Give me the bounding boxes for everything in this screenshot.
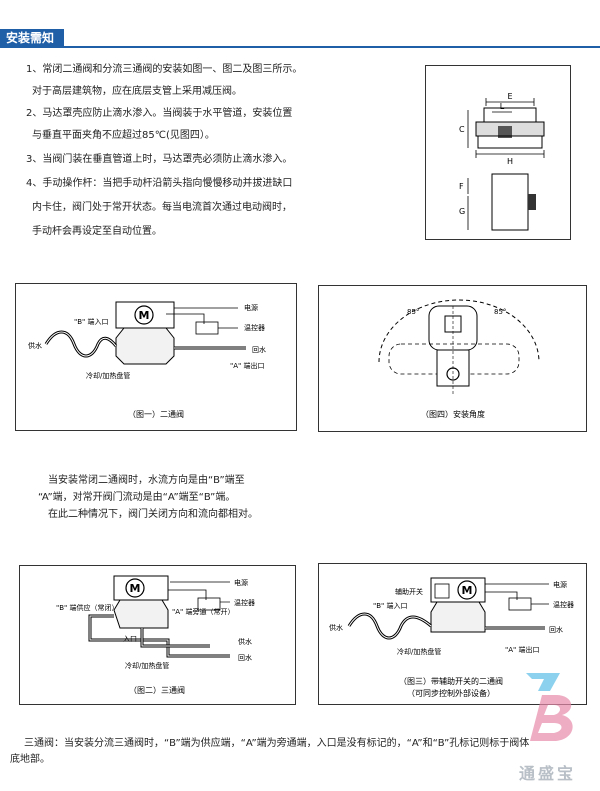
fig1-b-inlet-label: "B" 端入口	[74, 317, 108, 326]
dim-label-l: L	[500, 102, 505, 111]
brand-name: 通盛宝	[519, 764, 577, 783]
three-way-valve-note: 三通阀：当安装分流三通阀时，“B”端为供应端，“A”端为旁通端，入口是没有标记的…	[10, 736, 584, 768]
fig3-coil-label: 冷却/加热盘管	[397, 647, 441, 656]
footer-line-1: 三通阀：当安装分流三通阀时，“B”端为供应端，“A”端为旁通端，入口是没有标记的…	[24, 738, 530, 749]
fig3-power-label: 电源	[553, 580, 567, 589]
note-line: 与垂直平面夹角不应超过85℃(见图四）。	[32, 130, 215, 141]
fig2-caption: （图二）三通阀	[129, 685, 185, 695]
fig3-caption: （图三）带辅助开关的二通阀	[399, 676, 503, 686]
note-line: 对于高层建筑物，应在底层支管上采用减压阀。	[32, 86, 242, 97]
fig2-supply-label: 供水	[238, 637, 252, 646]
fig2-inlet-label: 入口	[123, 635, 137, 643]
flow-direction-paragraph: 当安装常闭二通阀时，水流方向是由“B”端至 “A”端，对常开阀门流动是由“A”端…	[38, 472, 378, 523]
note-line: 手动杆会再设定至自动位置。	[32, 226, 162, 237]
fig3-supply-label: 供水	[329, 623, 343, 632]
note-line: 3、当阀门装在垂直管道上时，马达罩壳必须防止滴水渗入。	[26, 154, 293, 165]
fig2-motor-label: M	[130, 582, 141, 595]
fig2-thermostat-label: 温控器	[234, 598, 255, 607]
note-line: 4、手动操作杆：当把手动杆沿箭头指向慢慢移动并拔进缺口	[26, 178, 293, 189]
fig2-b-supply-label: "B" 端供应（常闭）	[56, 603, 118, 612]
fig3-a-outlet-label: "A" 端出口	[505, 645, 539, 654]
dim-label-h: H	[507, 157, 513, 166]
fig2-return-label: 回水	[238, 653, 252, 662]
fig2-coil-label: 冷却/加热盘管	[125, 661, 169, 670]
fig3-return-label: 回水	[549, 625, 563, 634]
dim-label-g: G	[459, 207, 465, 216]
note-line: 1、常闭二通阀和分流三通阀的安装如图一、图二及图三所示。	[26, 64, 303, 75]
fig1-motor-label: M	[139, 309, 150, 322]
fig3-caption-sub: （可同步控制外部设备）	[407, 688, 495, 698]
fig1-power-label: 电源	[244, 303, 258, 312]
dimension-diagram: E L C H F G	[425, 65, 571, 240]
dimension-drawing: E L C H F G	[459, 92, 545, 231]
fig1-return-label: 回水	[252, 345, 266, 354]
para-line: “A”端，对常开阀门流动是由“A”端至“B”端。	[38, 492, 236, 503]
figure-4-install-angle: 85° 85° （图四）安装角度	[318, 285, 587, 432]
section-title: 安装需知	[0, 29, 65, 47]
fig3-thermostat-label: 温控器	[553, 600, 574, 609]
fig3-aux-switch-label: 辅助开关	[395, 587, 423, 596]
fig3-b-inlet-label: "B" 端入口	[373, 601, 407, 610]
fig1-coil-label: 冷却/加热盘管	[86, 371, 130, 380]
fig4-angle-right: 85°	[494, 308, 506, 316]
fig1-thermostat-label: 温控器	[244, 323, 265, 332]
fig1-a-outlet-label: "A" 端出口	[230, 361, 264, 370]
figure-2-three-way-valve: M 电源 温控器 "B" 端供应（常闭） "A" 端旁通（常开） 入口 供水 回…	[19, 565, 296, 705]
fig4-drawing: 85° 85° （图四）安装角度	[378, 299, 540, 419]
fig3-drawing: M 电源 温控器 辅助开关 "B" 端入口 供水 回水 "A" 端出口 冷却/加…	[329, 577, 574, 698]
figure-1-two-way-valve: M 电源 温控器 "B" 端入口 供水 回水 "A" 端出口 冷却/加热盘管 （…	[15, 283, 297, 431]
dim-label-c: C	[459, 125, 465, 134]
figure-3-aux-switch-valve: M 电源 温控器 辅助开关 "B" 端入口 供水 回水 "A" 端出口 冷却/加…	[318, 563, 587, 705]
fig4-caption: （图四）安装角度	[421, 409, 485, 419]
note-line: 2、马达罩壳应防止滴水渗入。当阀装于水平管道，安装位置	[26, 108, 293, 119]
dim-label-f: F	[459, 182, 464, 191]
note-line: 内卡住，阀门处于常开状态。每当电流首次通过电动阀时，	[32, 202, 292, 213]
fig4-angle-left: 85°	[407, 308, 419, 316]
fig1-caption: （图一）二通阀	[128, 409, 184, 419]
header-rule	[0, 46, 600, 48]
para-line: 在此二种情况下，阀门关闭方向和流向都相对。	[48, 509, 258, 520]
footer-line-2: 底地部。	[10, 754, 50, 765]
fig1-drawing: M 电源 温控器 "B" 端入口 供水 回水 "A" 端出口 冷却/加热盘管 （…	[28, 301, 266, 419]
fig2-power-label: 电源	[234, 578, 248, 587]
fig2-drawing: M 电源 温控器 "B" 端供应（常闭） "A" 端旁通（常开） 入口 供水 回…	[56, 575, 255, 695]
fig1-supply-label: 供水	[28, 341, 42, 350]
dim-label-e: E	[507, 92, 512, 101]
fig2-a-bypass-label: "A" 端旁通（常开）	[172, 607, 234, 616]
fig3-motor-label: M	[462, 584, 473, 597]
brand-logo-icon	[520, 665, 584, 759]
para-line: 当安装常闭二通阀时，水流方向是由“B”端至	[48, 475, 245, 486]
